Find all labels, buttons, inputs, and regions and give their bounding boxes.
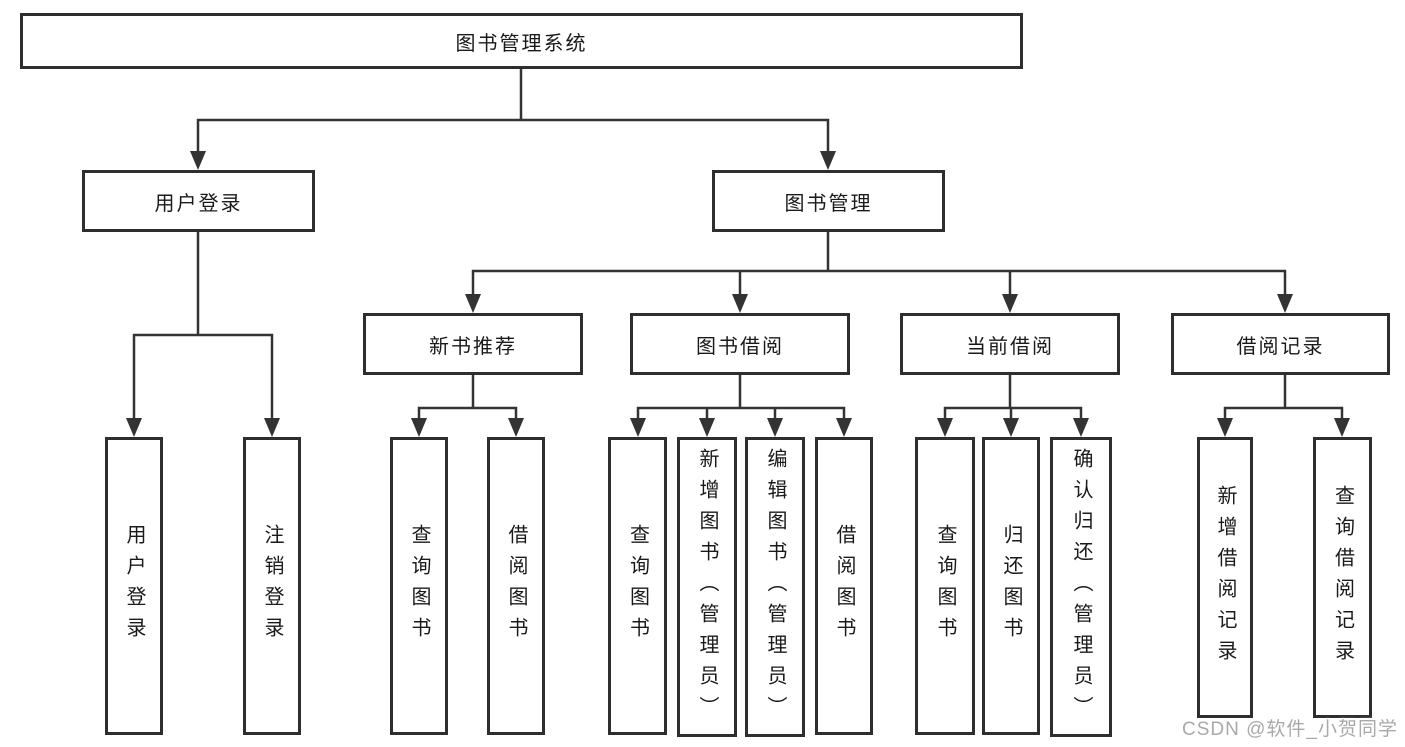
node-record-query-record-label: 查询借阅记录 [1331,484,1354,671]
node-current-borrow: 当前借阅 [900,313,1120,375]
node-current-return-book: 归还图书 [982,437,1040,735]
node-borrow-add-book-admin-label: 新增图书（管理员） [696,447,718,727]
node-book-borrow-label: 图书借阅 [696,335,784,358]
node-record-add-record: 新增借阅记录 [1197,437,1253,718]
node-borrow-borrow-book-label: 借阅图书 [833,524,855,648]
node-current-confirm-return-admin-label: 确认归还（管理员） [1070,447,1092,727]
node-borrow-add-book-admin: 新增图书（管理员） [677,437,737,737]
node-borrow-edit-book-admin: 编辑图书（管理员） [745,437,805,737]
node-recommend-query-book: 查询图书 [390,437,448,735]
node-current-borrow-label: 当前借阅 [966,335,1054,358]
node-book-borrow: 图书借阅 [630,313,850,375]
node-logout-action-label: 注销登录 [261,524,283,648]
node-borrow-query-book: 查询图书 [608,437,667,735]
node-borrow-borrow-book: 借阅图书 [815,437,873,735]
node-current-query-book: 查询图书 [915,437,975,735]
node-borrow-edit-book-admin-label: 编辑图书（管理员） [764,447,786,727]
node-borrow-query-book-label: 查询图书 [626,524,649,648]
node-record-add-record-label: 新增借阅记录 [1214,484,1236,671]
node-new-book-recommend-label: 新书推荐 [429,335,517,358]
node-user-login-label: 用户登录 [154,192,243,215]
node-record-query-record: 查询借阅记录 [1313,437,1372,718]
arrowheads [126,151,1350,437]
csdn-watermark: CSDN @软件_小贺同学 [1182,719,1398,740]
node-borrow-record: 借阅记录 [1171,313,1390,375]
node-recommend-borrow-book-label: 借阅图书 [505,524,527,648]
node-current-query-book-label: 查询图书 [934,524,956,648]
node-current-return-book-label: 归还图书 [1000,524,1022,648]
node-root: 图书管理系统 [20,13,1023,69]
node-user-login: 用户登录 [82,170,315,232]
node-current-confirm-return-admin: 确认归还（管理员） [1050,437,1112,737]
node-logout-action: 注销登录 [243,437,301,735]
node-recommend-query-book-label: 查询图书 [408,524,430,648]
node-new-book-recommend: 新书推荐 [363,313,583,375]
node-recommend-borrow-book: 借阅图书 [487,437,545,735]
node-user-login-action-label: 用户登录 [123,524,145,648]
node-user-login-action: 用户登录 [105,437,163,735]
node-book-management: 图书管理 [712,170,945,232]
node-book-management-label: 图书管理 [784,192,873,215]
node-root-label: 图书管理系统 [455,32,588,55]
node-borrow-record-label: 借阅记录 [1236,335,1325,358]
